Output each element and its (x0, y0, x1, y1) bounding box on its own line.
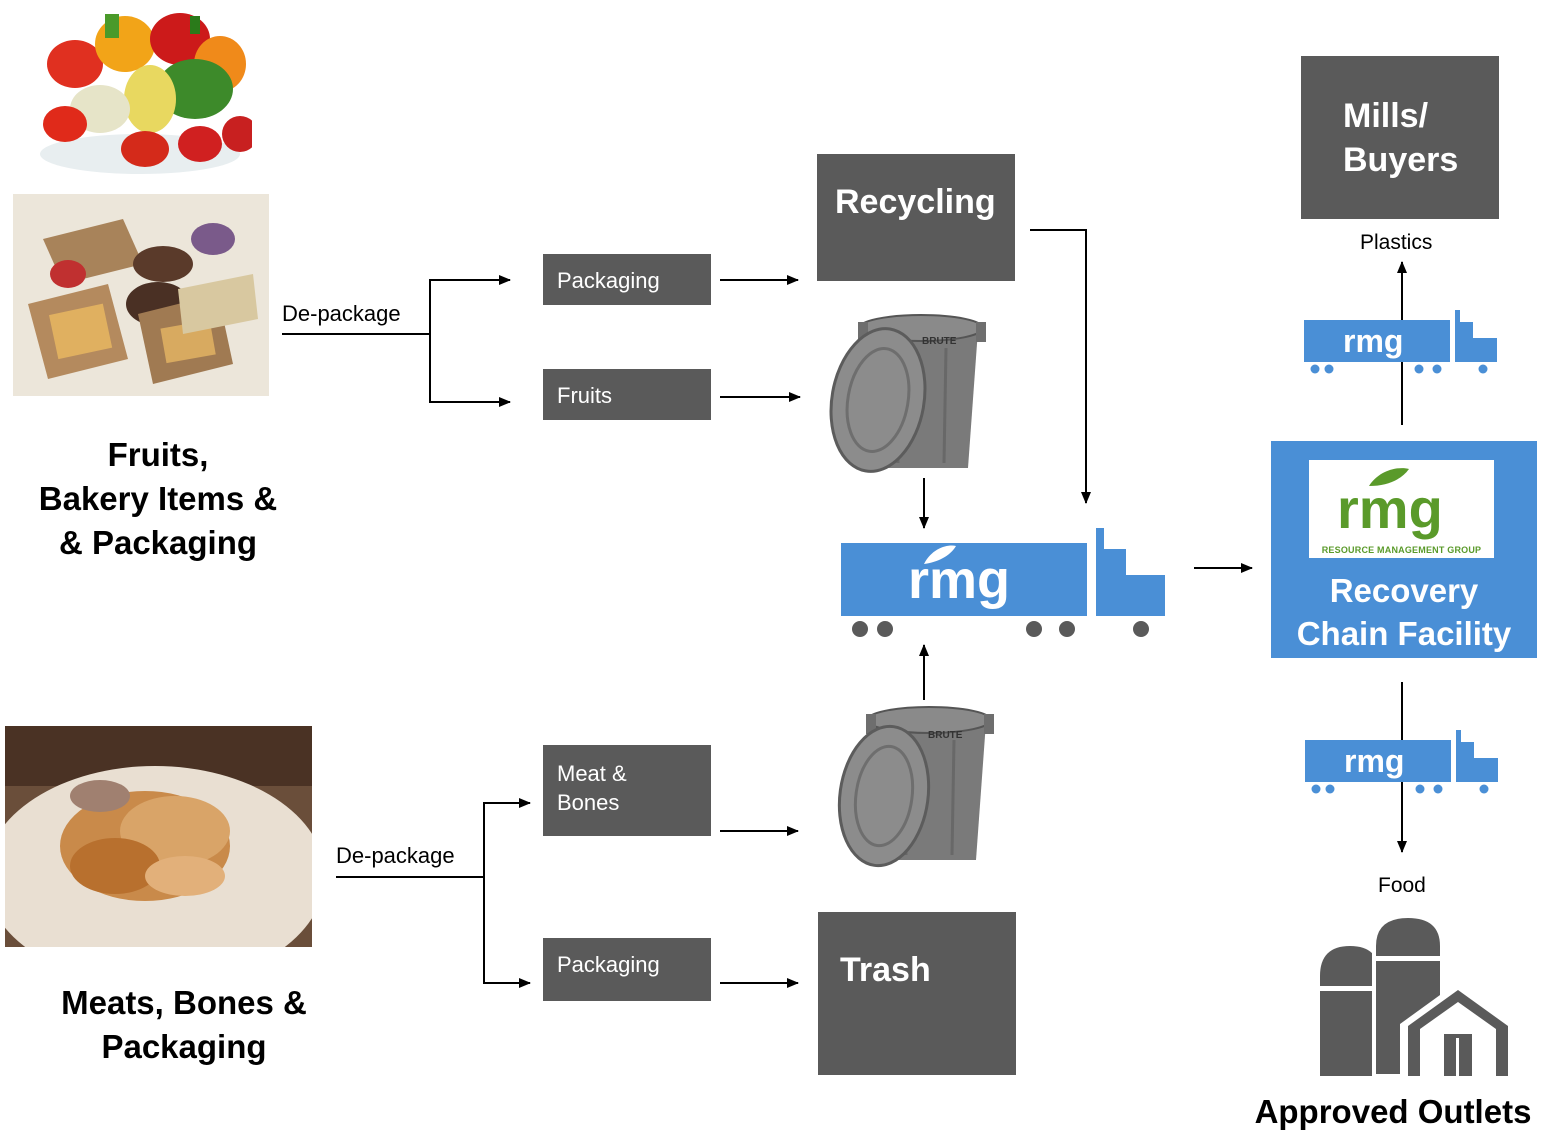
approved-outlets-label: Approved Outlets (1254, 1093, 1532, 1130)
svg-text:rmg: rmg (1343, 323, 1403, 359)
mills-buyers-label: Mills/ Buyers (1343, 97, 1459, 179)
meat-photo (5, 726, 312, 947)
meat-bones-box: Meat & Bones (543, 745, 711, 836)
svg-text:BRUTE: BRUTE (922, 336, 957, 347)
packaging-bottom-label: Packaging (557, 952, 660, 977)
trash-bin-icon: BRUTE (834, 700, 1004, 868)
recycling-label: Recycling (835, 183, 996, 221)
fruits-bakery-heading: Fruits, Bakery Items & & Packaging (38, 436, 278, 561)
truck-icon: rmg (840, 526, 1170, 642)
meats-bones-heading: Meats, Bones & Packaging (61, 984, 307, 1065)
truck-icon: rmg (1303, 309, 1499, 377)
packaging-top-label: Packaging (557, 268, 660, 293)
fruits-box: Fruits (543, 369, 711, 420)
rmg-logo: rmg RESOURCE MANAGEMENT GROUP (1309, 460, 1494, 558)
depackage-label-top: De-package (282, 301, 401, 326)
split-top-up (429, 275, 511, 334)
facility-name: Recovery Chain Facility (1296, 572, 1512, 652)
recovery-chain-facility-box: rmg RESOURCE MANAGEMENT GROUP Recovery C… (1271, 441, 1537, 658)
meat-bones-label: Meat & Bones (557, 761, 627, 815)
depackage-label-bottom: De-package (336, 843, 455, 868)
svg-text:rmg: rmg (908, 550, 1010, 610)
truck-icon: rmg (1304, 729, 1500, 797)
fruits-label: Fruits (557, 383, 612, 408)
split-bottom-down (483, 877, 531, 988)
svg-text:BRUTE: BRUTE (928, 730, 963, 741)
split-top-down (429, 334, 511, 407)
rmg-logo-subtitle: RESOURCE MANAGEMENT GROUP (1321, 545, 1482, 555)
svg-text:rmg: rmg (1344, 743, 1404, 779)
trash-box: Trash (818, 912, 1016, 1075)
arrow-recycling-to-truck (1030, 229, 1091, 504)
recycling-box: Recycling (817, 154, 1015, 281)
trash-label: Trash (840, 951, 931, 989)
mills-buyers-box: Mills/ Buyers (1301, 56, 1499, 219)
bakery-photo (13, 194, 269, 396)
packaging-box-bottom: Packaging (543, 938, 711, 1001)
split-bottom-up (483, 798, 531, 877)
packaging-box-top: Packaging (543, 254, 711, 305)
silo-farm-icon (1318, 913, 1514, 1078)
svg-text:rmg: rmg (1337, 477, 1443, 540)
vegetables-photo (30, 4, 252, 180)
plastics-label: Plastics (1360, 231, 1433, 254)
trash-bin-icon: BRUTE (826, 308, 996, 476)
food-label: Food (1378, 874, 1426, 897)
